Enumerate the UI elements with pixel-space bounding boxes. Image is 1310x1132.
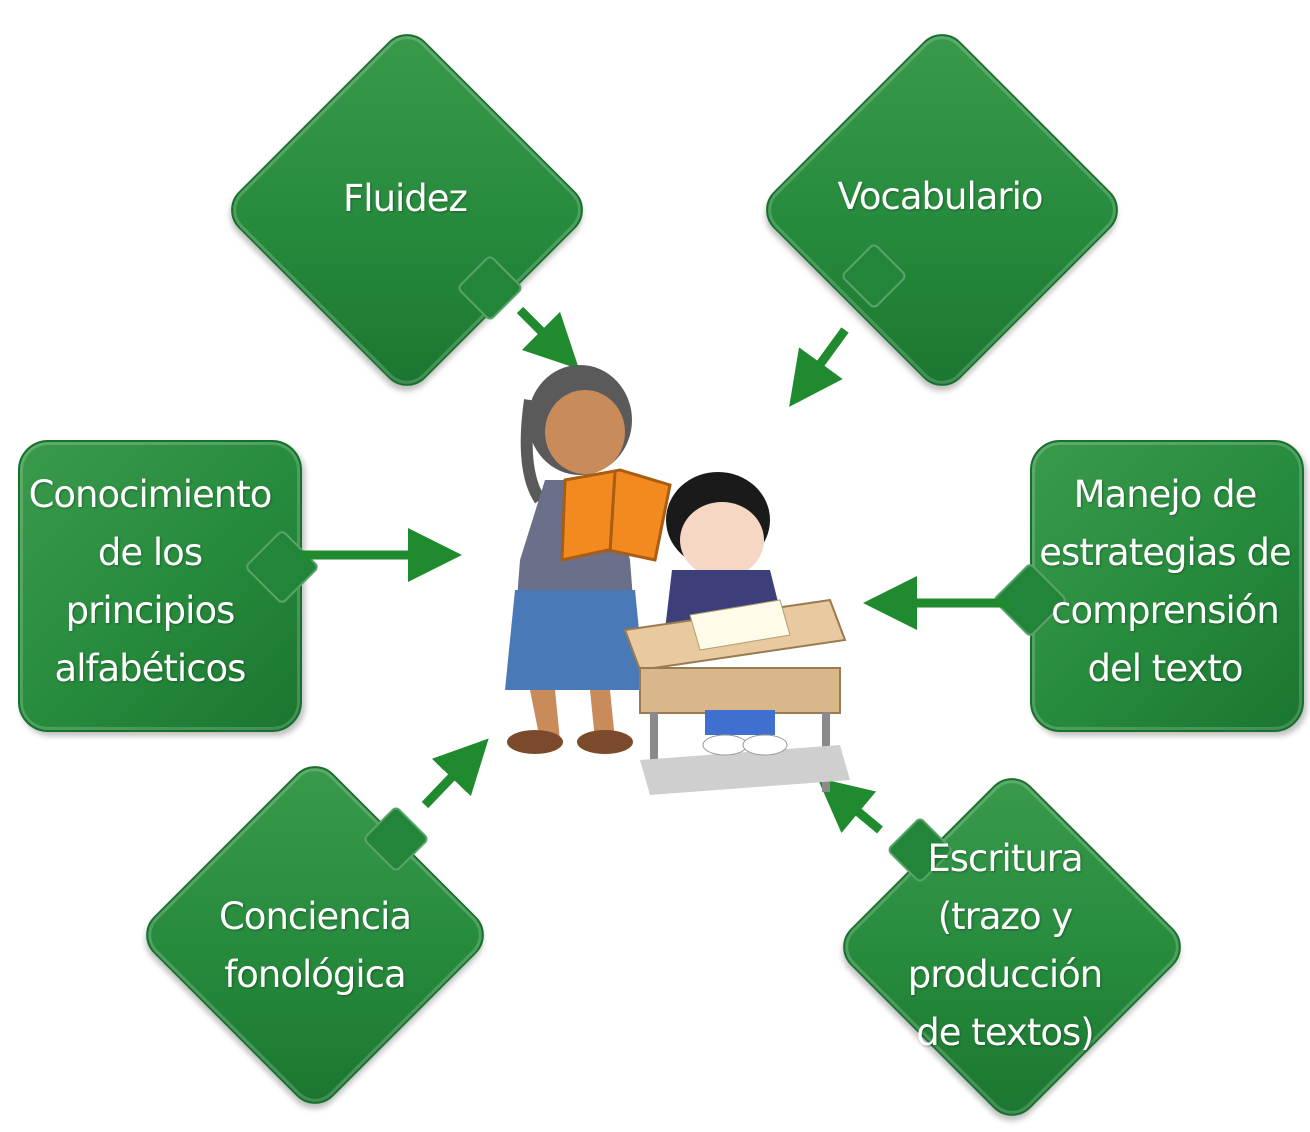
conciencia-label: Conciencia fonológica	[218, 895, 412, 996]
arrow-fluidez	[516, 306, 580, 370]
arrow-escritura	[817, 777, 883, 834]
children-reading-illustration	[505, 365, 850, 795]
conocimiento-label: Conocimiento de los principios alfabétic…	[28, 473, 273, 690]
arrow-conciencia	[421, 738, 489, 809]
escritura-label: Escritura (trazo y producción de textos)	[907, 837, 1104, 1054]
vocabulario-label: Vocabulario	[837, 175, 1043, 218]
arrow-vocabulario	[789, 327, 849, 407]
manejo-label: Manejo de estrategias de comprensión del…	[1039, 473, 1291, 690]
manejo-box	[1030, 440, 1304, 732]
conocimiento-box	[18, 440, 302, 732]
fluidez-label: Fluidez	[343, 177, 468, 220]
